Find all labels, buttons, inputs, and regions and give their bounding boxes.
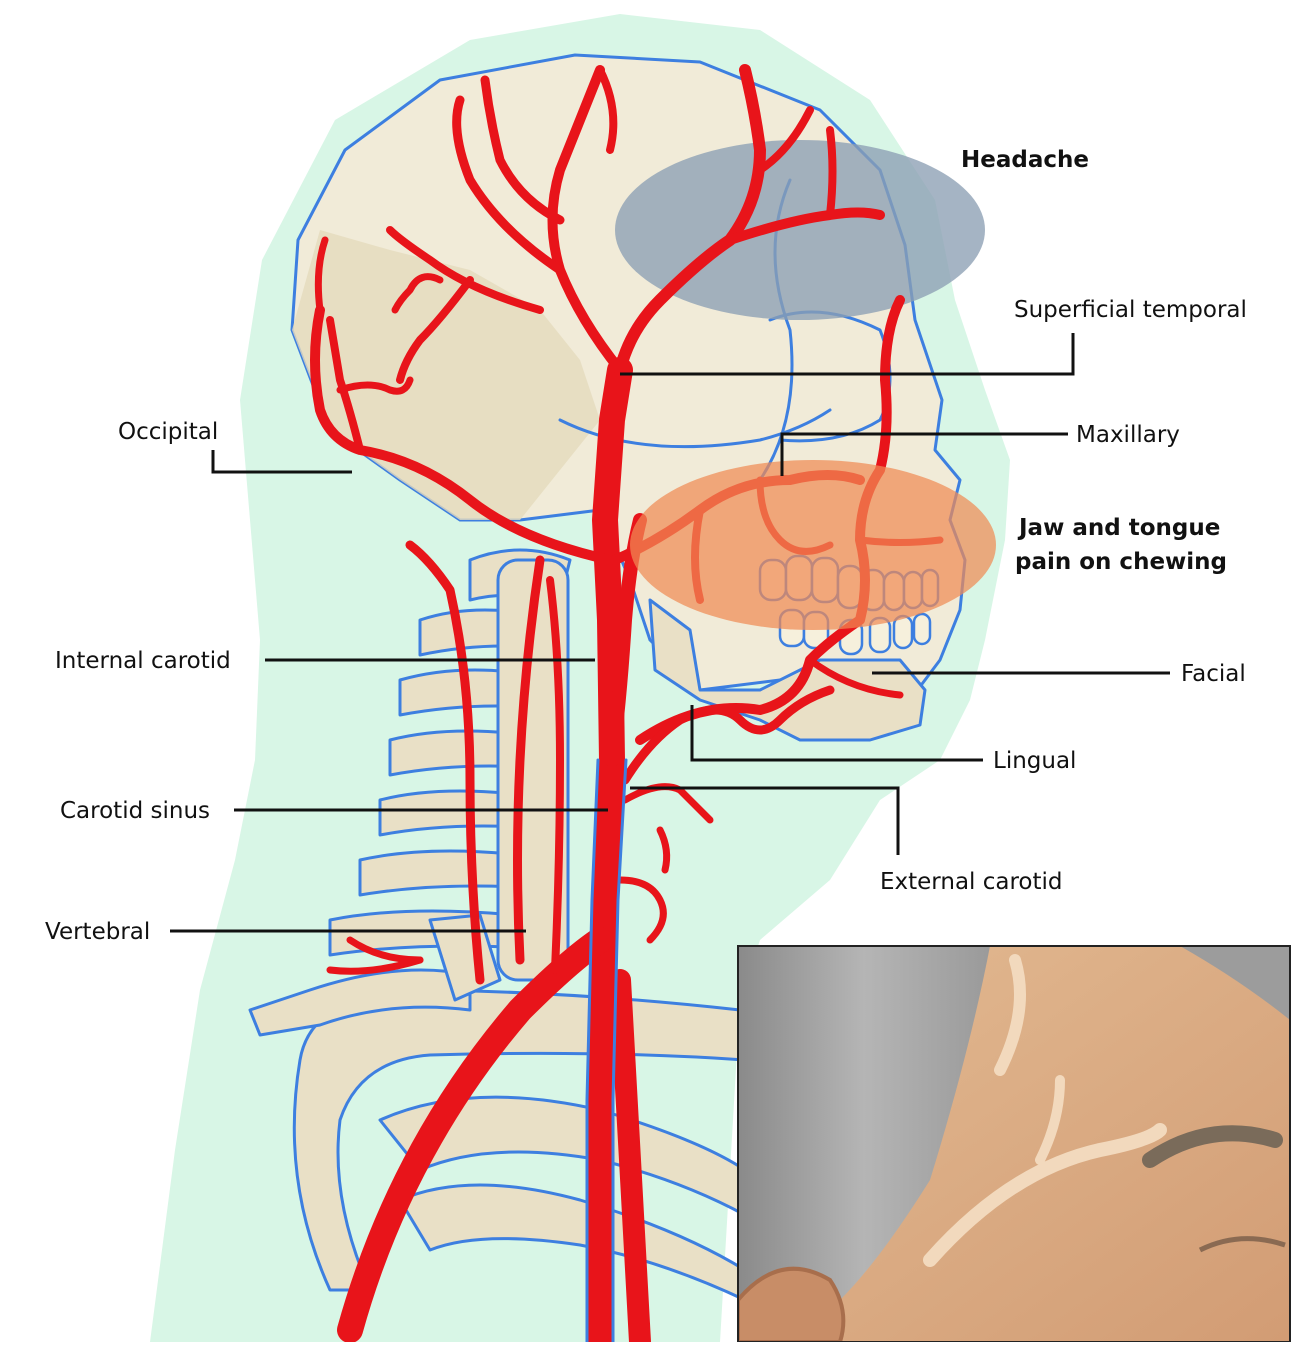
label-occipital: Occipital	[118, 419, 218, 445]
label-carotid-sinus: Carotid sinus	[60, 798, 210, 824]
label-maxillary: Maxillary	[1076, 422, 1180, 448]
label-lingual: Lingual	[993, 748, 1076, 774]
label-internal-carotid: Internal carotid	[55, 648, 231, 674]
jaw-pain-zone	[630, 460, 996, 630]
label-facial: Facial	[1181, 661, 1246, 687]
label-superficial-temporal: Superficial temporal	[1014, 297, 1247, 323]
temporal-artery-inset	[738, 946, 1290, 1342]
label-vertebral: Vertebral	[45, 919, 150, 945]
label-external-carotid: External carotid	[880, 869, 1063, 895]
label-jaw-pain-line1: Jaw and tongue	[1017, 515, 1220, 541]
label-headache: Headache	[961, 147, 1089, 173]
label-jaw-pain-line2: pain on chewing	[1015, 549, 1227, 575]
